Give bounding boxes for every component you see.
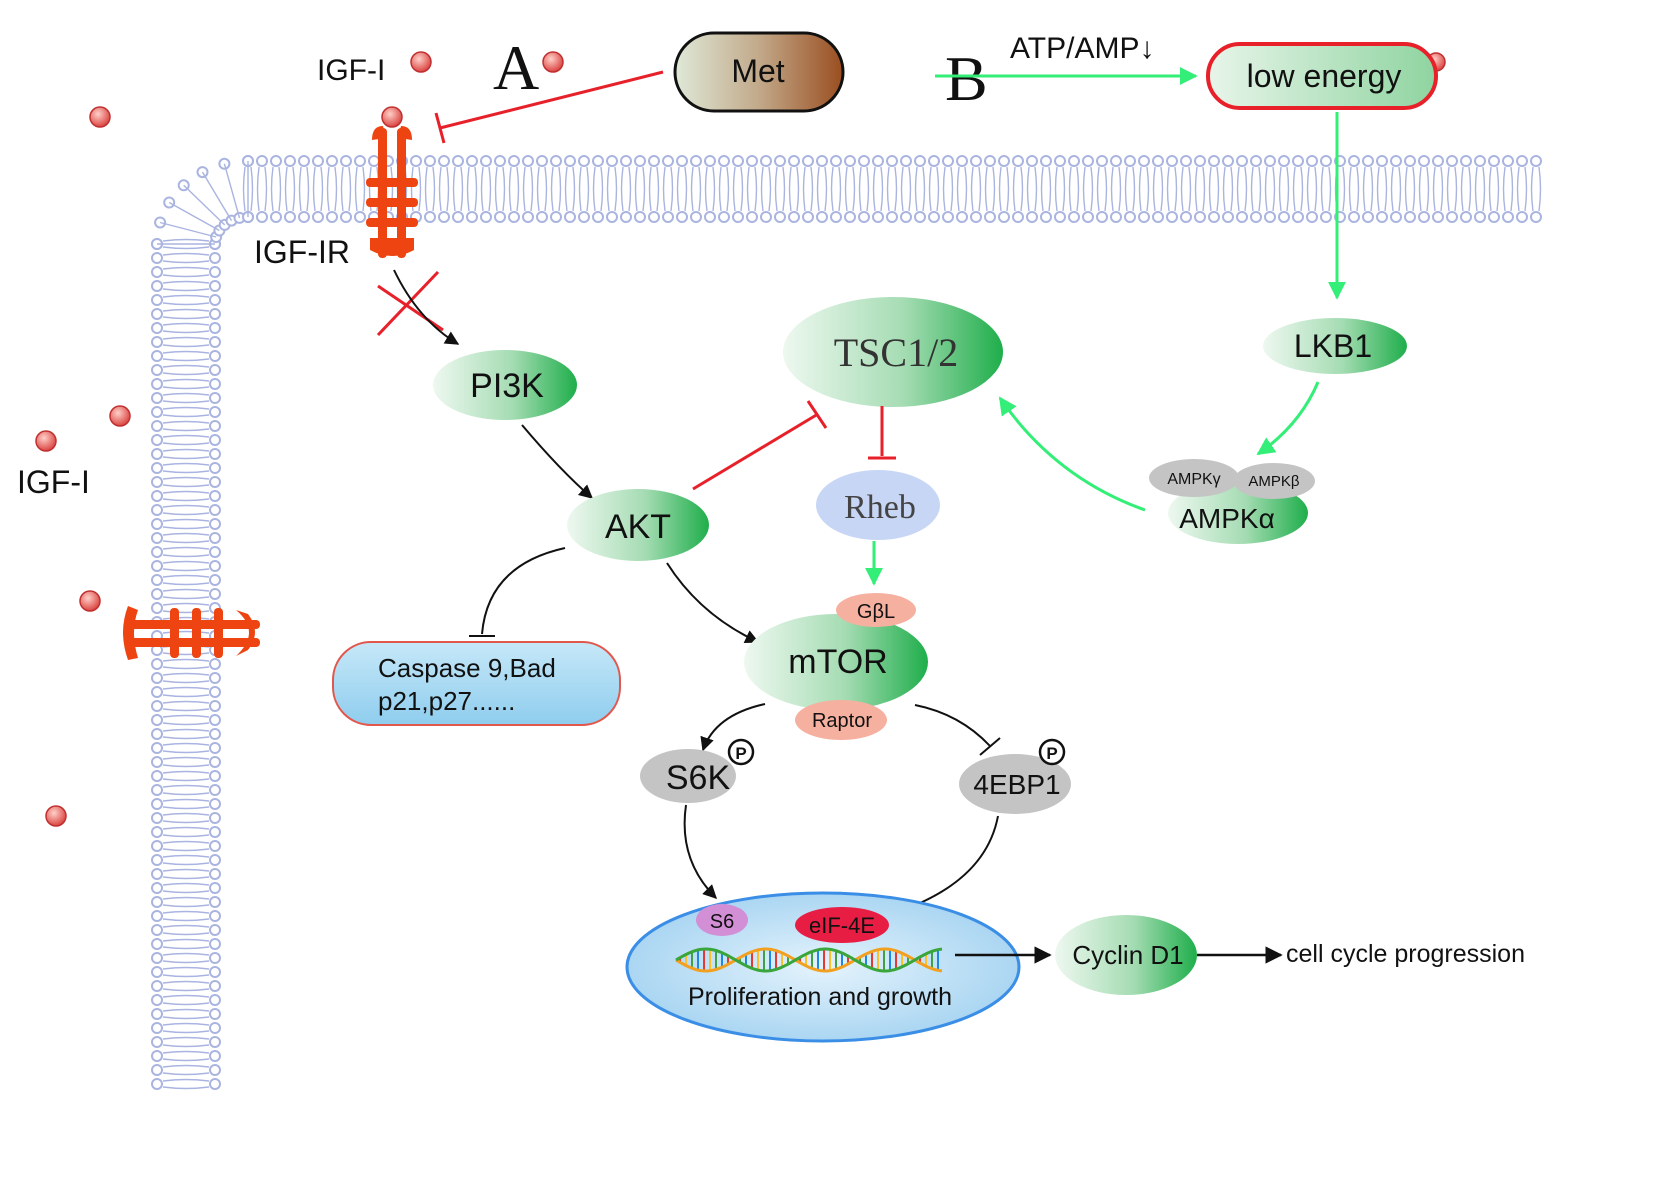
s6k-label: S6K: [666, 759, 731, 797]
label-a: A: [493, 32, 539, 103]
mtor-inhibit-4ebp1-bar: [979, 737, 1001, 756]
igf-ligand: [89, 106, 111, 128]
igf-ligand: [410, 51, 432, 73]
ampk-beta-node: [1233, 463, 1315, 499]
gbl-node: [836, 593, 916, 627]
caspase-line2: p21,p27......: [378, 686, 515, 716]
igf-ligands: [35, 51, 1446, 827]
s6k-phospho-label: P: [735, 744, 746, 763]
eif4e-node: [795, 907, 889, 943]
atp-amp-label: ATP/AMP↓: [1010, 32, 1154, 65]
4ebp1-phospho-badge: [1038, 738, 1066, 766]
dna-helix-icon: [675, 947, 943, 973]
met-inhibit-bar: [434, 112, 446, 144]
rheb-node: [816, 470, 940, 540]
low-energy-label: low energy: [1247, 58, 1402, 94]
mtor-to-s6k-arrow: [700, 703, 766, 752]
cell-cycle-label: cell cycle progression: [1286, 940, 1525, 968]
igf-ligand: [381, 106, 403, 128]
s6k-phospho-badge: [727, 738, 755, 766]
mtor-inhibit-4ebp1-line: [914, 704, 991, 747]
4ebp1-phospho-label: P: [1046, 744, 1057, 763]
rheb-label: Rheb: [844, 489, 916, 526]
eif4e-label: eIF-4E: [809, 913, 875, 938]
igf-ligand: [109, 405, 131, 427]
igf-ligand: [542, 51, 564, 73]
igf-ligand: [79, 590, 101, 612]
igf-ir-receptor-top: [366, 126, 418, 258]
igf-ir-cross-1: [377, 284, 444, 332]
gbl-label: GβL: [857, 601, 895, 623]
s6-node: [696, 904, 748, 936]
igf-ligand: [35, 430, 57, 452]
caspase-box: [332, 641, 621, 726]
label-b: B: [945, 43, 988, 114]
cyclin-d1-label: Cyclin D1: [1072, 940, 1183, 970]
igf-ir-label: IGF-IR: [254, 234, 350, 270]
tsc-node: [783, 297, 1003, 407]
igf-label-top: IGF-I: [317, 54, 385, 87]
cell-membrane-top: [242, 155, 1542, 223]
akt-label: AKT: [605, 508, 671, 546]
ampk-alpha-label: AMPKα: [1179, 503, 1275, 534]
lkb1-label: LKB1: [1294, 328, 1372, 364]
igf-ir-receptor-left: [123, 606, 260, 660]
cell-membrane-left: [151, 238, 221, 1090]
s6-label: S6: [710, 911, 734, 933]
s6k-to-s6-arrow: [683, 804, 717, 899]
ampk-gamma-node: [1149, 459, 1239, 497]
met-node: [673, 31, 845, 113]
caspase-line1: Caspase 9,Bad: [378, 653, 556, 683]
akt-inhibit-caspase-line: [481, 547, 566, 635]
lkb1-to-ampk-arrow: [1256, 381, 1320, 456]
raptor-node: [795, 700, 887, 740]
pi3k-node: [433, 350, 577, 420]
tsc-label: TSC1/2: [834, 330, 958, 375]
ampk-gamma-label: AMPKγ: [1167, 471, 1220, 488]
met-inhibit-line: [439, 70, 664, 130]
pi3k-to-akt-arrow: [521, 424, 594, 499]
igf-ir-cross-2: [376, 270, 440, 337]
igf-ir-to-pi3k-arrow: [393, 269, 460, 345]
4ebp1-label: 4EBP1: [973, 769, 1060, 800]
akt-inhibit-tsc-bar: [806, 400, 828, 429]
nucleus-label: Proliferation and growth: [688, 983, 952, 1011]
cell-membrane-corner: [151, 155, 254, 250]
low-energy-node: [1206, 42, 1438, 110]
mtor-label: mTOR: [788, 643, 887, 681]
raptor-label: Raptor: [812, 710, 872, 732]
igf-label-left: IGF-I: [17, 464, 90, 500]
ampk-beta-label: AMPKβ: [1248, 473, 1300, 490]
lkb1-node: [1263, 318, 1407, 374]
pi3k-label: PI3K: [470, 367, 544, 405]
igf-ligand: [45, 805, 67, 827]
akt-inhibit-tsc-line: [692, 412, 819, 491]
mtor-node: [744, 614, 928, 710]
met-label: Met: [731, 53, 784, 89]
4ebp1-node: [959, 754, 1071, 814]
ampk-to-tsc-arrow: [998, 396, 1146, 512]
akt-to-mtor-arrow: [666, 562, 760, 644]
akt-node: [567, 489, 709, 561]
cyclin-d1-node: [1055, 915, 1197, 995]
s6k-node: [640, 749, 736, 803]
